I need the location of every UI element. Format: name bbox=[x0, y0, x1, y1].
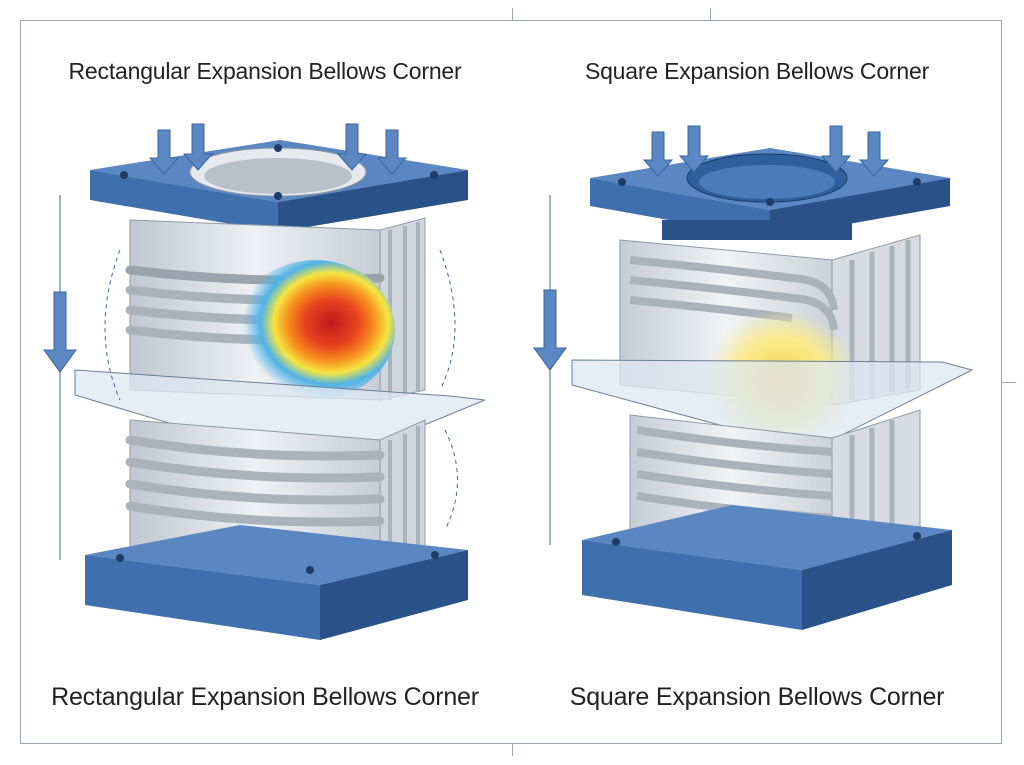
rectangular-bellows-illustration bbox=[20, 100, 510, 680]
frame-tick-top-1 bbox=[512, 8, 513, 20]
top-flange bbox=[590, 148, 950, 238]
deflection-curve-right bbox=[439, 249, 458, 531]
square-bottom-title: Square Expansion Bellows Corner bbox=[569, 683, 945, 711]
top-flange bbox=[90, 140, 468, 232]
compression-arrow bbox=[43, 291, 77, 373]
square-top-title: Square Expansion Bellows Corner bbox=[584, 58, 930, 84]
rectangular-bottom-title: Rectangular Expansion Bellows Corner bbox=[51, 683, 479, 711]
square-bellows-panel: Square Expansion Bellows Corner bbox=[512, 20, 1002, 744]
stress-hotspot bbox=[235, 260, 395, 400]
deflection-curve-left bbox=[104, 249, 121, 401]
square-bellows-illustration bbox=[512, 100, 1002, 680]
frame-tick-top-2 bbox=[710, 8, 711, 20]
load-arrows bbox=[148, 123, 408, 175]
outer-frame bbox=[20, 20, 1002, 744]
frame-tick-right bbox=[1002, 382, 1016, 383]
load-arrows bbox=[642, 125, 890, 177]
upper-bellows bbox=[125, 217, 426, 401]
rectangular-bellows-panel: Rectangular Expansion Bellows Corner bbox=[20, 20, 510, 744]
mid-plane bbox=[571, 359, 974, 451]
lower-bellows bbox=[125, 419, 426, 571]
frame-tick-bottom bbox=[512, 744, 513, 756]
bottom-flange bbox=[85, 525, 468, 640]
neck bbox=[662, 220, 852, 240]
bottom-flange bbox=[582, 505, 952, 630]
rectangular-top-title: Rectangular Expansion Bellows Corner bbox=[68, 58, 462, 84]
compression-arrow bbox=[533, 289, 567, 371]
